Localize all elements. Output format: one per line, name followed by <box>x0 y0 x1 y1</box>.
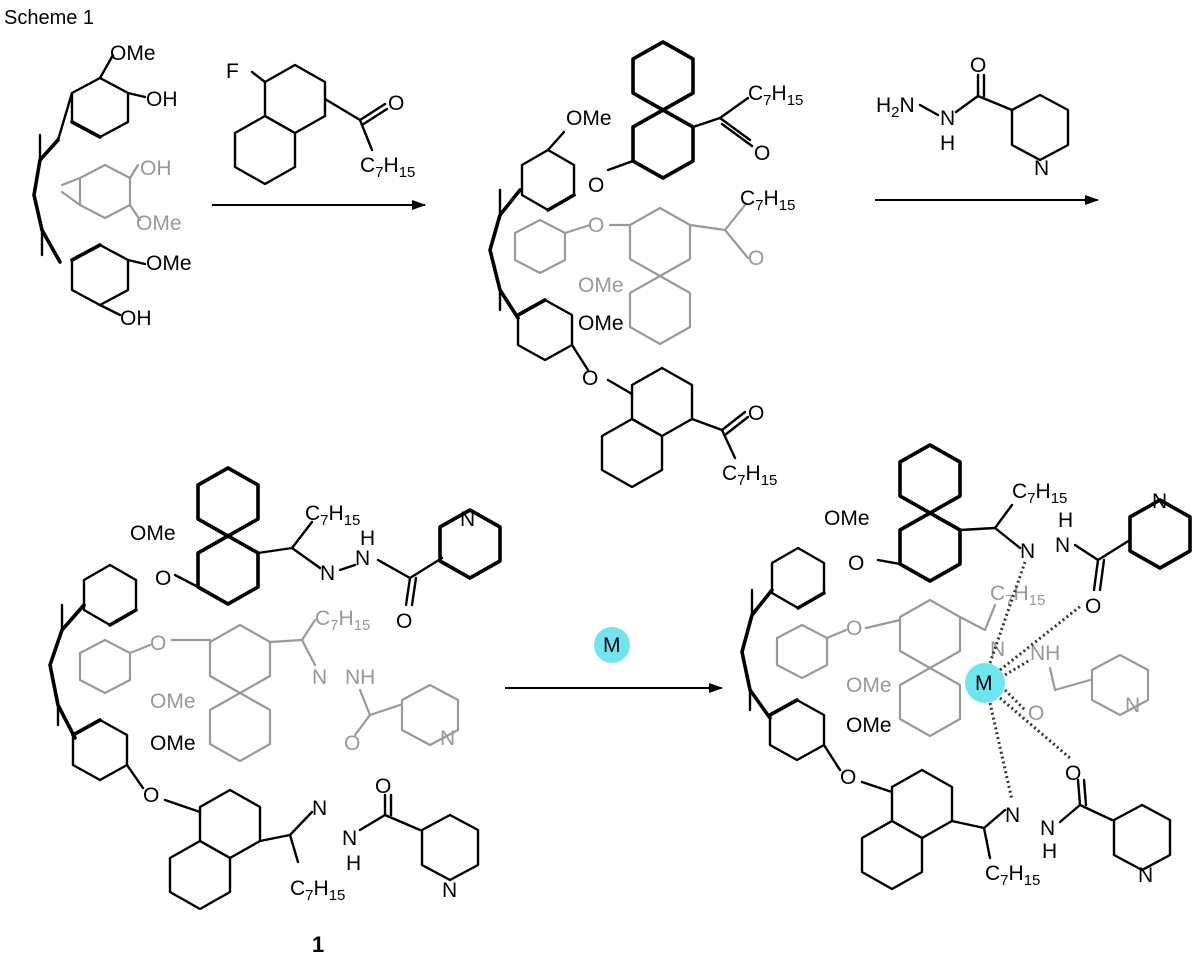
label-c7h15-c1-bottom: C7H15 <box>290 877 345 904</box>
label-o-reagent1: O <box>388 92 404 115</box>
label-n-cx-mid: N <box>990 638 1005 661</box>
label-h-cx-top: H <box>1058 509 1073 532</box>
label-nh-cx-bottom: N <box>1040 817 1055 840</box>
label-o-c1-top: O <box>396 610 412 633</box>
label-h-cx-bottom: H <box>1042 840 1057 863</box>
label-hydrazide-h: H <box>940 132 955 155</box>
label-o-int-bottom: O <box>748 402 764 425</box>
label-o-int-mid: O <box>748 247 764 270</box>
metal-reagent-label: M <box>603 634 621 657</box>
label-ome-cx-bottom: OMe <box>846 714 892 737</box>
label-ome-int-top: OMe <box>566 107 612 130</box>
label-nh-cx-mid: NH <box>1030 642 1060 665</box>
label-o-c1-mid: O <box>344 732 360 755</box>
label-ome-mid: OMe <box>136 212 182 235</box>
label-n-cx-bottom: N <box>1005 804 1020 827</box>
label-c7h15-int-mid: C7H15 <box>740 187 795 214</box>
label-o-cx-bottom: O <box>1065 762 1081 785</box>
label-h-c1-top: H <box>360 527 375 550</box>
label-ome-cx-top: OMe <box>824 507 870 530</box>
reagent-nicotinic-hydrazide: H2N N H O N <box>876 54 1070 180</box>
label-oh-top: OH <box>146 88 178 111</box>
label-c7h15-int-bottom: C7H15 <box>722 462 777 489</box>
label-ome-c1-bottom: OMe <box>150 732 196 755</box>
label-n-pyridine-reagent: N <box>1034 157 1049 180</box>
metal-reagent-circle <box>594 627 630 663</box>
label-c7h15-reagent1: C7H15 <box>360 154 415 181</box>
label-o-ether-mid: O <box>588 214 604 237</box>
label-o-c1-bottom: O <box>375 775 391 798</box>
label-n-pyr-c1-mid: N <box>440 727 455 750</box>
label-nh-cx-top: N <box>1055 534 1070 557</box>
label-ome-int-bottom: OMe <box>578 312 624 335</box>
label-n-c1-bottom: N <box>312 797 327 820</box>
label-n-cx-top: N <box>1020 540 1035 563</box>
label-o-cx-ether-mid: O <box>846 617 862 640</box>
label-o-c1-ether-mid: O <box>150 632 166 655</box>
label-n-pyr-cx-bottom: N <box>1138 864 1153 887</box>
label-h2n: H2N <box>876 94 915 121</box>
intermediate-tris-ketone: C7H15 O O OMe O O OMe C7H15 O OMe <box>488 40 803 489</box>
label-o-cx-ether-top: O <box>848 552 864 575</box>
label-hydrazide-n: N <box>940 107 955 130</box>
label-n-c1-mid: N <box>312 666 327 689</box>
label-oh-mid: OH <box>140 157 172 180</box>
label-nh-c1-top: N <box>355 547 370 570</box>
scheme-title: Scheme 1 <box>4 7 94 29</box>
label-o-c1-ether-top: O <box>155 567 171 590</box>
starting-material: OMe OH OH OMe OMe OH <box>32 42 192 330</box>
label-ome-bottom: OMe <box>146 252 192 275</box>
label-n-pyr-c1-bottom: N <box>442 879 457 902</box>
label-nh-c1-mid: NH <box>345 666 375 689</box>
label-o-c1-ether-bottom: O <box>143 784 159 807</box>
label-c7h15-c1-mid: C7H15 <box>315 607 370 634</box>
label-o-ether-top: O <box>588 174 604 197</box>
label-oh-bottom: OH <box>120 307 152 330</box>
label-ome-c1-mid: OMe <box>150 690 196 713</box>
label-o-int-top: O <box>754 142 770 165</box>
metal-complex: O OMe N N H O N C7H15 O OMe <box>740 443 1192 891</box>
label-o-cx-ether-bottom: O <box>840 766 856 789</box>
label-ome-c1-top: OMe <box>130 522 176 545</box>
label-ome-int-mid: OMe <box>578 274 624 297</box>
label-ome-cx-mid: OMe <box>846 674 892 697</box>
label-c7h15-c1-top: C7H15 <box>305 502 360 529</box>
compound-1: N N H O N C7H15 O OMe O OMe N NH O <box>48 466 502 911</box>
label-nh-c1-bottom: N <box>342 827 357 850</box>
reagent-fluoronaphthyl-ketone: F O C7H15 <box>226 60 415 186</box>
metal-center <box>965 663 1005 703</box>
label-o-cx-mid: O <box>1028 702 1044 725</box>
compound-label: 1 <box>312 932 324 957</box>
label-n-pyr-c1-top: N <box>460 508 475 531</box>
label-ome-top: OMe <box>110 42 156 65</box>
label-n-pyr-cx-mid: N <box>1125 694 1140 717</box>
label-n-c1-top: N <box>320 562 335 585</box>
metal-center-label: M <box>975 672 993 695</box>
label-c7h15-cx-mid: C7H15 <box>990 582 1045 609</box>
label-h-c1-bottom: H <box>346 852 361 875</box>
label-o-hydrazide: O <box>970 54 986 77</box>
label-c7h15-cx-top: C7H15 <box>1012 480 1067 507</box>
label-o-ether-bottom: O <box>582 367 598 390</box>
label-n-pyr-cx-top: N <box>1152 490 1167 513</box>
label-o-cx-top: O <box>1085 595 1101 618</box>
label-f: F <box>226 60 239 83</box>
label-c7h15-cx-bottom: C7H15 <box>985 862 1040 889</box>
label-c7h15-int-top: C7H15 <box>748 82 803 109</box>
